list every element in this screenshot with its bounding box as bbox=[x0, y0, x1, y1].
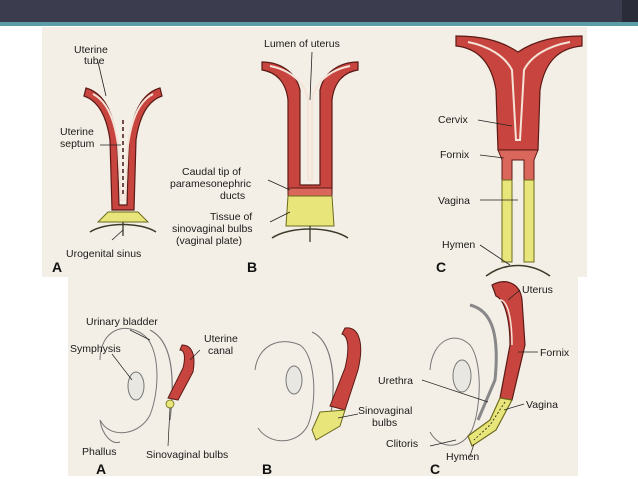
leader-bladder bbox=[129, 329, 151, 341]
label-tissue-2: sinovaginal bulbs bbox=[172, 223, 253, 235]
label-caudal-1: Caudal tip of bbox=[182, 166, 241, 178]
vaginal-plate-b bbox=[285, 195, 335, 227]
vagina-c2 bbox=[467, 397, 513, 447]
leader-cervix bbox=[477, 119, 513, 127]
leader-fornix bbox=[479, 154, 505, 159]
uterus-b2 bbox=[329, 327, 362, 411]
label-uterus: Uterus bbox=[522, 284, 553, 296]
body-outline-c bbox=[429, 337, 480, 446]
label-hymen-c2: Hymen bbox=[446, 451, 479, 463]
vagina-c bbox=[501, 179, 535, 263]
label-sinovaginal-b1: Sinovaginal bbox=[358, 405, 412, 417]
label-vagina-c2: Vagina bbox=[526, 399, 558, 411]
label-cervix: Cervix bbox=[438, 114, 469, 126]
slide-title-bar bbox=[0, 0, 638, 22]
sinus-bulb-a bbox=[96, 211, 150, 223]
bottom-figure-background bbox=[68, 277, 578, 476]
label-uterine-septum-2: septum bbox=[60, 138, 95, 150]
caudal-tip-b bbox=[287, 187, 333, 197]
label-phallus: Phallus bbox=[82, 446, 116, 458]
label-uterine-canal-2: canal bbox=[208, 345, 233, 357]
leader-sinovaginal-b bbox=[337, 413, 359, 419]
bulbs-a bbox=[165, 399, 175, 409]
leader-hymen bbox=[479, 244, 511, 266]
title-bar-accent-line bbox=[0, 22, 638, 26]
leader-caudal-tip bbox=[267, 179, 291, 191]
label-sinovaginal-bulbs-a: Sinovaginal bulbs bbox=[146, 449, 228, 461]
top-panel-a: Uterine tube Uterine septum Urogenital s… bbox=[52, 44, 163, 275]
bulbs-b bbox=[311, 409, 346, 441]
leader-urethra bbox=[421, 379, 489, 403]
panel-letter-top-a: A bbox=[52, 259, 62, 275]
panel-letter-bottom-a: A bbox=[96, 461, 106, 477]
cervix-c bbox=[497, 149, 539, 181]
bottom-panel-b: Sinovaginal bulbs B bbox=[254, 327, 412, 477]
panel-letter-top-b: B bbox=[247, 259, 257, 275]
hymen-c bbox=[485, 264, 551, 277]
top-panel-b: Lumen of uterus Caudal tip of paramesone… bbox=[170, 38, 359, 275]
label-caudal-3: ducts bbox=[220, 190, 245, 202]
label-urethra: Urethra bbox=[378, 375, 413, 387]
label-caudal-2: paramesonephric bbox=[170, 178, 251, 190]
panel-letter-bottom-c: C bbox=[430, 461, 440, 477]
lumen-c bbox=[467, 41, 571, 141]
label-symphysis: Symphysis bbox=[70, 343, 121, 355]
body-outline-b bbox=[254, 341, 315, 442]
uterus-c bbox=[455, 35, 583, 151]
label-clitoris: Clitoris bbox=[386, 438, 418, 450]
leader-vagina-c2 bbox=[503, 403, 525, 411]
label-lumen: Lumen of uterus bbox=[264, 38, 340, 50]
bottom-panel-a: Urinary bladder Symphysis Uterine canal … bbox=[70, 316, 238, 477]
leader-symphysis bbox=[111, 353, 133, 381]
leader-uterine-canal bbox=[189, 349, 201, 361]
label-tissue-1: Tissue of bbox=[210, 211, 252, 223]
label-uterine-tube-2: tube bbox=[84, 55, 105, 67]
leader-tissue bbox=[269, 211, 291, 223]
symphysis-bone-a bbox=[127, 371, 145, 401]
label-tissue-3: (vaginal plate) bbox=[176, 235, 242, 247]
uterine-lumen-c2 bbox=[499, 299, 513, 346]
label-uterine-septum-1: Uterine bbox=[60, 126, 94, 138]
body-outline-a bbox=[99, 327, 158, 434]
leader-uterine-tube bbox=[97, 61, 107, 97]
bladder-outline-b bbox=[311, 331, 334, 421]
septum-lumen-a bbox=[92, 93, 154, 201]
lumen-b bbox=[269, 65, 351, 181]
label-urogenital-sinus: Urogenital sinus bbox=[66, 248, 141, 260]
label-uterine-canal-1: Uterine bbox=[204, 333, 238, 345]
leader-lumen bbox=[309, 51, 313, 101]
top-panel-c: Cervix Fornix Vagina Hymen C bbox=[436, 35, 583, 277]
label-fornix-c2: Fornix bbox=[540, 347, 570, 359]
label-sinovaginal-b2: bulbs bbox=[372, 417, 397, 429]
uterine-canal-a bbox=[167, 344, 195, 401]
symphysis-bone-b bbox=[285, 365, 303, 395]
title-bar-corner bbox=[622, 0, 638, 22]
label-uterine-tube-1: Uterine bbox=[74, 44, 108, 56]
leader-bulbs-a bbox=[167, 407, 171, 447]
leader-hymen-c2 bbox=[469, 443, 475, 457]
label-vagina: Vagina bbox=[438, 195, 470, 207]
panel-letter-top-c: C bbox=[436, 259, 446, 275]
vaginal-lumen-c2 bbox=[473, 401, 506, 441]
bladder-wall-c bbox=[469, 303, 498, 421]
uterus-body-b bbox=[261, 61, 359, 191]
phallus-a bbox=[99, 419, 121, 444]
bottom-panel-c: Uterus Fornix Urethra Vagina Clitoris Hy… bbox=[378, 281, 570, 477]
leader-urogenital-sinus bbox=[111, 229, 124, 241]
leader-clitoris bbox=[429, 439, 457, 447]
label-fornix: Fornix bbox=[440, 149, 470, 161]
panel-letter-bottom-b: B bbox=[262, 461, 272, 477]
symphysis-bone-c bbox=[452, 359, 472, 393]
label-hymen: Hymen bbox=[442, 239, 475, 251]
label-urinary-bladder: Urinary bladder bbox=[86, 316, 158, 328]
leader-uterus bbox=[507, 289, 521, 301]
